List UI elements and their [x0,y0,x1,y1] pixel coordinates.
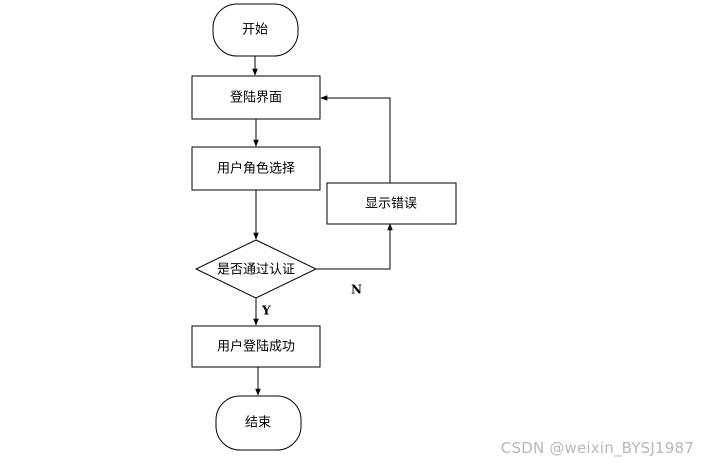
yes-label: Y [261,304,271,318]
start-node: 开始 [212,3,299,57]
watermark-text: CSDN @weixin_BYSJ1987 [500,439,694,457]
login-page-label: 登陆界面 [230,90,282,106]
end-label: 结束 [245,416,271,431]
arrow-error-to-login [320,95,391,183]
login-page-node: 登陆界面 [191,75,321,120]
login-success-node: 用户登陆成功 [191,325,321,368]
show-error-node: 显示错误 [326,182,457,225]
auth-check-node: 是否通过认证 [194,239,318,299]
start-label: 开始 [242,23,268,38]
auth-check-label: 是否通过认证 [217,263,295,278]
no-label: N [351,283,362,297]
end-node: 结束 [215,395,302,451]
show-error-label: 显示错误 [365,197,417,212]
arrow-no-branch [316,223,393,270]
login-success-label: 用户登陆成功 [217,339,295,355]
role-select-node: 用户角色选择 [191,146,321,191]
role-select-label: 用户角色选择 [217,161,295,177]
